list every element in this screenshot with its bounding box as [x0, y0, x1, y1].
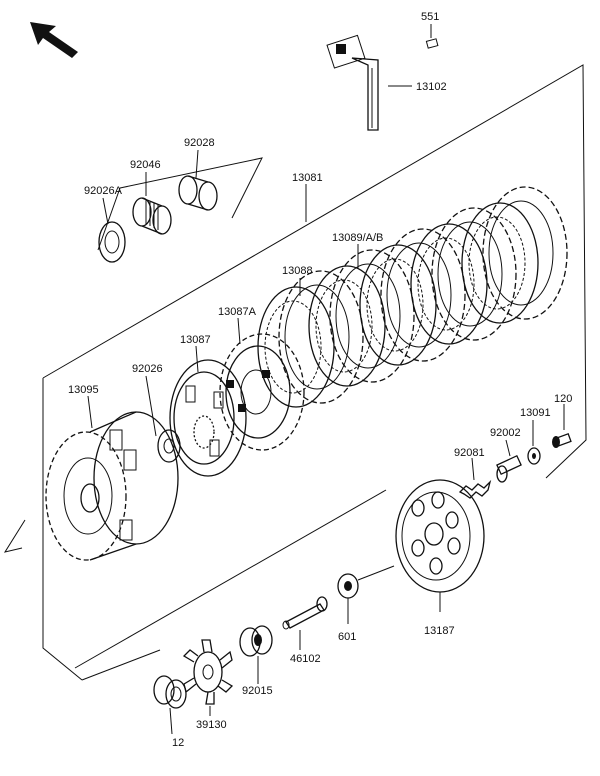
assembly-outline-frame — [3, 64, 587, 681]
steel-plate — [410, 223, 488, 345]
label-13087: 13087 — [180, 334, 211, 346]
label-92028: 92028 — [184, 137, 215, 149]
part-13095-clutch-housing — [45, 395, 179, 561]
label-13087A: 13087A — [218, 306, 257, 318]
friction-plate — [278, 270, 364, 404]
label-13187: 13187 — [424, 625, 455, 637]
label-92026: 92026 — [132, 363, 163, 375]
part-12-needle-bearing — [153, 675, 187, 735]
label-92002: 92002 — [490, 427, 521, 439]
label-13091: 13091 — [520, 407, 551, 419]
friction-plate — [329, 249, 415, 383]
part-92026-washer — [145, 375, 181, 463]
label-13095: 13095 — [68, 384, 99, 396]
steel-plate — [461, 202, 539, 324]
part-92002-stud — [496, 439, 522, 483]
clutch-plate-stack — [257, 186, 568, 408]
label-92081: 92081 — [454, 447, 485, 459]
part-120-bolt — [552, 404, 572, 448]
part-13091-washer — [527, 420, 541, 465]
label-13088: 13088 — [282, 265, 313, 277]
label-92015: 92015 — [242, 685, 273, 697]
friction-plate — [380, 228, 466, 362]
part-551-pin — [425, 24, 439, 49]
part-92046-needle-bearing — [132, 172, 172, 235]
label-13102: 13102 — [416, 81, 447, 93]
part-39130-impeller — [182, 639, 234, 716]
friction-plate — [431, 207, 517, 341]
label-46102: 46102 — [290, 653, 321, 665]
part-13087-pressure-plate — [169, 345, 247, 477]
part-13102-release-shaft — [326, 34, 412, 131]
label-92046: 92046 — [130, 159, 161, 171]
label-601: 601 — [338, 631, 356, 643]
label-13089-A-B: 13089/A/B — [332, 232, 383, 244]
part-92081-spring — [458, 457, 492, 499]
steel-plate — [308, 265, 386, 387]
bearing-group-frame — [97, 157, 263, 251]
label-13081: 13081 — [292, 172, 323, 184]
label-12: 12 — [172, 737, 184, 749]
part-13187-spring-plate — [395, 479, 485, 612]
part-46102-push-rod — [282, 596, 328, 650]
front-direction-arrow-icon — [30, 22, 78, 58]
steel-plate — [257, 286, 335, 408]
part-13087A-clutch-hub — [219, 317, 305, 451]
label-39130: 39130 — [196, 719, 227, 731]
part-601-bearing — [337, 565, 395, 624]
label-551: 551 — [421, 11, 439, 23]
part-92026A-washer — [98, 197, 126, 263]
friction-plate — [482, 186, 568, 320]
label-92026A: 92026A — [84, 185, 123, 197]
steel-plate — [359, 244, 437, 366]
label-120: 120 — [554, 393, 572, 405]
part-92028-sleeve — [178, 149, 218, 211]
part-92015-bushing — [239, 625, 273, 684]
